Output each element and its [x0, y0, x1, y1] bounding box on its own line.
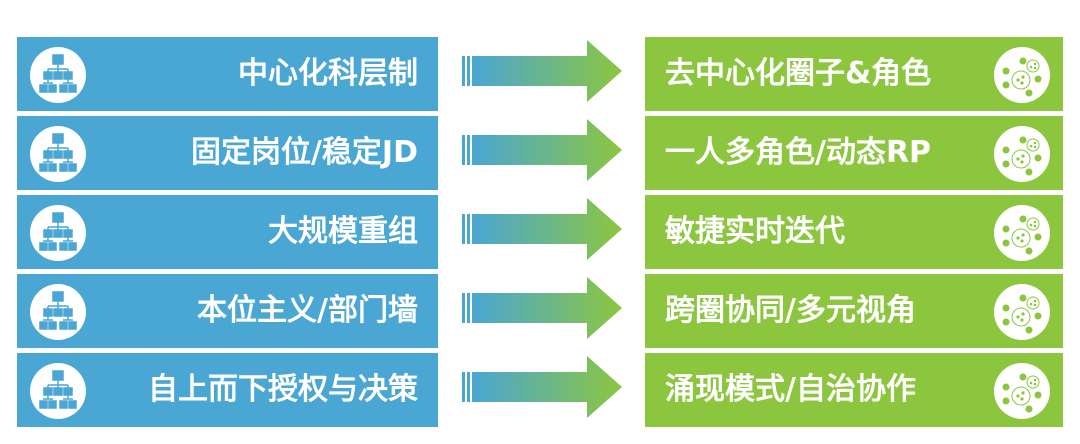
new-model-label: 涌现模式/自治协作	[665, 372, 916, 407]
comparison-row: 固定岗位/稳定JD 一人多角色/动态RP	[0, 116, 1080, 190]
arrow-right-icon	[462, 40, 622, 102]
old-model-label: 自上而下授权与决策	[148, 372, 418, 407]
org-chart-icon	[30, 205, 86, 261]
cell-circles-icon	[994, 363, 1050, 419]
arrow-right-icon	[462, 356, 622, 418]
new-model-label: 敏捷实时迭代	[665, 214, 845, 249]
comparison-row: 大规模重组 敏捷实时迭代	[0, 195, 1080, 269]
cell-circles-icon	[994, 205, 1050, 261]
new-model-box: 去中心化圈子&角色	[645, 37, 1063, 111]
arrow-right-icon	[462, 277, 622, 339]
old-model-box: 固定岗位/稳定JD	[17, 116, 438, 190]
new-model-label: 一人多角色/动态RP	[665, 135, 932, 170]
old-model-box: 自上而下授权与决策	[17, 353, 438, 427]
org-chart-icon	[30, 284, 86, 340]
new-model-box: 敏捷实时迭代	[645, 195, 1063, 269]
comparison-row: 本位主义/部门墙 跨圈协同/多元视角	[0, 274, 1080, 348]
new-model-label: 去中心化圈子&角色	[665, 56, 932, 91]
old-model-label: 本位主义/部门墙	[197, 293, 418, 328]
new-model-box: 一人多角色/动态RP	[645, 116, 1063, 190]
old-model-box: 本位主义/部门墙	[17, 274, 438, 348]
old-model-label: 中心化科层制	[238, 56, 418, 91]
cell-circles-icon	[994, 284, 1050, 340]
cell-circles-icon	[994, 47, 1050, 103]
comparison-row: 自上而下授权与决策 涌现模式/自治协作	[0, 353, 1080, 427]
org-chart-icon	[30, 126, 86, 182]
org-chart-icon	[30, 47, 86, 103]
arrow-right-icon	[462, 198, 622, 260]
arrow-right-icon	[462, 119, 622, 181]
old-model-label: 固定岗位/稳定JD	[190, 135, 418, 170]
old-model-box: 中心化科层制	[17, 37, 438, 111]
old-model-box: 大规模重组	[17, 195, 438, 269]
new-model-box: 涌现模式/自治协作	[645, 353, 1063, 427]
cell-circles-icon	[994, 126, 1050, 182]
comparison-row: 中心化科层制 去中心化圈子&角色	[0, 37, 1080, 111]
new-model-box: 跨圈协同/多元视角	[645, 274, 1063, 348]
old-model-label: 大规模重组	[268, 214, 418, 249]
org-chart-icon	[30, 363, 86, 419]
new-model-label: 跨圈协同/多元视角	[665, 293, 916, 328]
